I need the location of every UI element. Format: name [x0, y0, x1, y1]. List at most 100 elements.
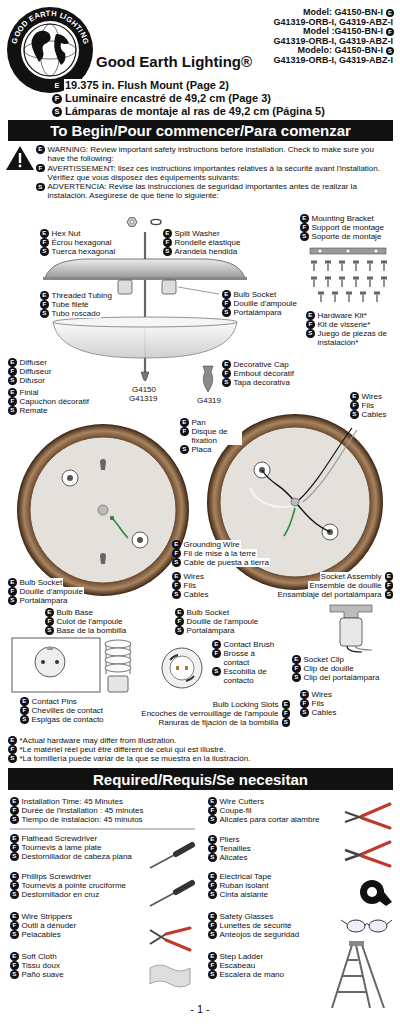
callout-line: FClip de douille [292, 664, 355, 673]
bulb-detail-part [105, 640, 131, 648]
callout-line: FTournevis à pointe cruciforme [10, 881, 127, 890]
callout-line: SCables [350, 410, 387, 419]
callout-text: Pliers [219, 835, 241, 844]
callout-group: EWire StrippersFOutil à dénuderSPelacabl… [10, 912, 77, 939]
callout-line: FLuminaire encastré de 49,2 cm (Page 3) [52, 92, 272, 105]
mounting-hardware-part [346, 292, 352, 303]
callout-text: Safety Glasses [219, 912, 275, 921]
callout-text: Installation Time: 45 Minutes [21, 797, 124, 806]
callout-line: FDouille d'ampoule [222, 299, 298, 308]
callout-text: Soft Cloth [21, 952, 58, 961]
language-badge: S [208, 853, 217, 862]
language-badge: S [172, 558, 181, 567]
callout-group: EElectrical TapeFRuban isolantSCinta ais… [208, 872, 272, 899]
callout-group: EWiresFFilsSCables [350, 392, 387, 419]
exploded-fixture-part [151, 219, 161, 224]
language-badge: F [172, 581, 181, 590]
callout-line: EFlathead Screwdriver [10, 834, 98, 843]
callout-text: Electrical Tape [219, 872, 273, 881]
language-badge: E [208, 912, 217, 921]
mounting-hardware-part [319, 250, 322, 253]
callout-line: SCables [172, 590, 209, 599]
callout-group: EWire CuttersFCoupe-filSAlicates para co… [208, 797, 321, 824]
language-badge: S [8, 596, 17, 605]
callout-text: Portalámpara [233, 308, 283, 317]
callout-line: EWire Strippers [10, 912, 73, 921]
callout-line: SDestornillador de cabeza plana [10, 852, 133, 861]
callout-text: *Actual hardware may differ from illustr… [19, 736, 178, 745]
callout-text: G41319 [128, 394, 158, 403]
callout-line: EFinial [8, 388, 40, 397]
logo-emblem-part [54, 34, 69, 65]
callout-line: EBulb Locking Slots [212, 700, 290, 709]
callout-text: Lunettes de sécurité [219, 921, 293, 930]
callout-line: SBase de la bombilla [45, 626, 127, 635]
callout-line: EModel: G4150-BN-I [302, 8, 394, 18]
language-badge: E [40, 291, 49, 300]
callout-text: Decorative Cap [233, 360, 290, 369]
bulb-detail-part [185, 666, 188, 670]
mounting-hardware-part [325, 261, 331, 272]
callout-group: EHex NutFÉcrou hexagonalSTuerca hexagona… [40, 229, 116, 256]
callout-line: E19.375 in. Flush Mount (Page 2) [52, 79, 230, 92]
mounting-hardware-part [367, 261, 373, 272]
callout-group: ESplit WasherFRondelle élastiqueSArandel… [163, 229, 241, 256]
callout-line: FTournevis à lame plate [10, 843, 103, 852]
language-badge: S [36, 183, 45, 192]
callout-text: Finial [19, 388, 40, 397]
callout-text: Bulb Socket [19, 578, 64, 587]
callout-text: Step Ladder [219, 952, 265, 961]
callout-text: Disque de fixation [191, 427, 243, 445]
callout-line: EHex Nut [40, 229, 81, 238]
callout-line: FTissu doux [10, 961, 61, 970]
language-badge: S [386, 47, 394, 55]
bulb-detail-part [41, 660, 45, 664]
callout-line: SClip del portalámpara [292, 673, 381, 682]
callout-text: Arandela hendida [174, 247, 239, 256]
mounting-hardware-part [325, 277, 331, 288]
rules-part [10, 829, 195, 830]
pan-view-right-part [284, 508, 295, 536]
language-badge: E [36, 145, 45, 154]
callout-group: EHardware Kit*FKit de visserie*SJuego de… [306, 311, 392, 347]
language-badge: S [10, 930, 19, 939]
pan-view-left-part [17, 424, 189, 596]
callout-line: EContact Brush [212, 640, 275, 649]
callout-text: Grounding Wire [183, 540, 241, 549]
language-badge: S [208, 970, 217, 979]
language-badge: S [208, 890, 217, 899]
callout-group: EWiresFFilsSCables [172, 572, 209, 599]
callout-text: Portalámpara [19, 596, 69, 605]
callout-text: Tuerca hexagonal [51, 247, 117, 256]
callout-line: ESocket Assembly [320, 572, 393, 581]
callout-text: Tournevis à lame plate [21, 843, 103, 852]
language-badge: F [222, 299, 231, 308]
bulb-detail-part [105, 648, 131, 656]
language-badge: F [172, 549, 181, 558]
mounting-hardware-part [381, 261, 387, 272]
pan-view-left-part [67, 475, 73, 481]
language-badge: F [300, 699, 309, 708]
language-badge: E [386, 9, 394, 17]
exploded-fixture-part [53, 317, 237, 327]
bulb-detail-part [176, 666, 179, 670]
language-badge: E [10, 834, 19, 843]
callout-group: ESoft ClothFTissu douxSPaño suave [10, 952, 65, 979]
callout-text: Cables [183, 590, 210, 599]
callout-line: FDouille d'ampoule [8, 587, 84, 596]
rules [10, 829, 195, 830]
callout-line: STuerca hexagonal [40, 247, 116, 256]
callout-line: EBulb Socket [175, 608, 230, 617]
callout-text: Écrou hexagonal [51, 238, 113, 247]
callout-line: SPlaca [180, 445, 213, 454]
tool-icons-part [332, 945, 384, 1008]
language-badge: E [8, 358, 17, 367]
callout-line: FFils [300, 699, 325, 708]
language-badge: S [8, 406, 17, 415]
callout-line: SSoporte de montaje [300, 232, 382, 241]
language-badge: S [292, 673, 301, 682]
language-badge: E [45, 608, 54, 617]
tool-icons-part [345, 850, 362, 860]
tool-icons-part [367, 887, 377, 897]
exploded-fixture-part [118, 280, 132, 294]
